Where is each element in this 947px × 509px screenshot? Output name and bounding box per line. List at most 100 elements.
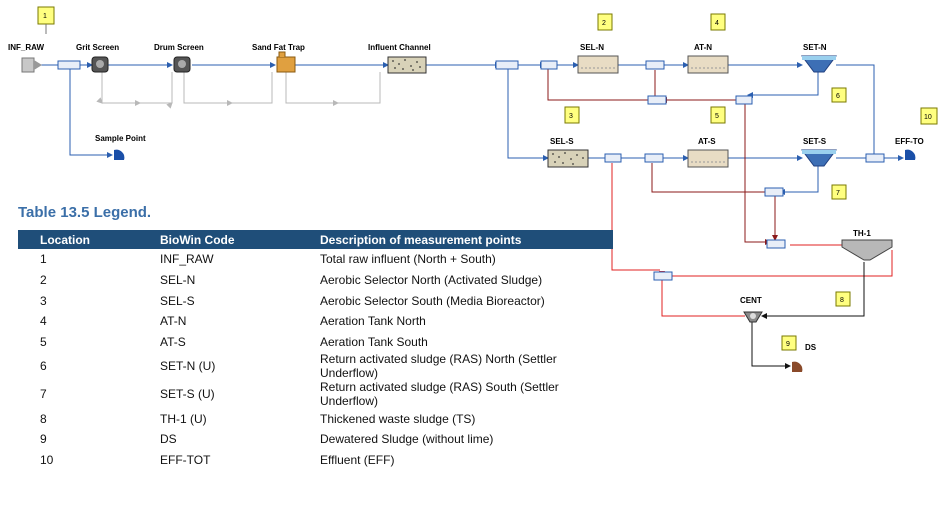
table-row: 10 EFF-TOT Effluent (EFF) (18, 450, 613, 471)
table-row: 4 AT-N Aeration Tank North (18, 311, 613, 332)
cell-code: DS (160, 432, 177, 447)
at-n-tank-icon (687, 55, 729, 74)
sel-n-tank-icon (577, 55, 619, 74)
cell-location: 1 (40, 252, 47, 267)
label-sel-n: SEL-N (580, 43, 604, 52)
was-lines (611, 163, 893, 317)
cell-code: SEL-N (160, 273, 196, 288)
header-biowin-code: BioWin Code (160, 230, 320, 249)
label-ds: DS (805, 343, 817, 352)
drum-screen-icon (173, 56, 191, 73)
influent-channel-icon (387, 56, 427, 74)
set-n-settler-icon (801, 55, 837, 73)
svg-text:4: 4 (715, 20, 719, 27)
svg-text:1: 1 (43, 13, 47, 20)
effluent-icon (905, 149, 916, 160)
cell-code: SET-N (U) (160, 359, 216, 374)
header-location: Location (18, 230, 160, 249)
svg-text:3: 3 (569, 113, 573, 120)
marker-9: 9 (781, 335, 797, 351)
label-set-n: SET-N (803, 43, 827, 52)
label-influent-channel: Influent Channel (368, 43, 431, 52)
dewatering-lines (751, 262, 865, 369)
svg-text:7: 7 (836, 190, 840, 197)
cell-location: 8 (40, 411, 47, 426)
centrifuge-icon (743, 311, 763, 323)
cell-code: AT-S (160, 335, 186, 350)
cell-description: Effluent (EFF) (320, 453, 395, 468)
table-row: 7 SET-S (U) Return activated sludge (RAS) … (18, 380, 613, 408)
cell-code: EFF-TOT (160, 453, 211, 468)
marker-5: 5 (710, 106, 726, 124)
svg-text:9: 9 (786, 341, 790, 348)
marker-2: 2 (597, 13, 613, 31)
set-s-settler-icon (801, 149, 837, 167)
at-s-tank-icon (687, 149, 729, 168)
table-row: 9 DS Dewatered Sludge (without lime) (18, 429, 613, 450)
cell-description: Total raw influent (North + South) (320, 252, 496, 267)
marker-6: 6 (831, 87, 847, 103)
cell-code: AT-N (160, 314, 187, 329)
label-inf-raw: INF_RAW (8, 43, 44, 52)
table-row: 6 SET-N (U) Return activated sludge (RAS) … (18, 352, 613, 380)
label-sample-point: Sample Point (95, 134, 146, 143)
table-row: 2 SEL-N Aerobic Selector North (Activated … (18, 270, 613, 291)
table-row: 1 INF_RAW Total raw influent (North + Sout… (18, 249, 613, 270)
cell-description: Dewatered Sludge (without lime) (320, 432, 494, 447)
dewatered-sludge-icon (792, 361, 803, 372)
cell-description: Aerobic Selector North (Activated Sludge… (320, 273, 543, 288)
marker-3: 3 (564, 106, 580, 124)
cell-location: 10 (40, 453, 54, 468)
table-caption: Table 13.5 Legend. (18, 204, 152, 221)
marker-8: 8 (835, 291, 851, 307)
cell-description: Thickened waste sludge (TS) (320, 411, 476, 426)
label-at-n: AT-N (694, 43, 712, 52)
bypass-lines (96, 72, 381, 109)
table-row: 5 AT-S Aeration Tank South (18, 332, 613, 353)
cell-location: 5 (40, 335, 47, 350)
cell-location: 7 (40, 387, 47, 402)
cell-location: 9 (40, 432, 47, 447)
svg-text:6: 6 (836, 93, 840, 100)
svg-text:10: 10 (924, 114, 932, 121)
cell-location: 4 (40, 314, 47, 329)
influent-raw-icon (21, 57, 42, 73)
label-cent: CENT (740, 296, 762, 305)
label-grit-screen: Grit Screen (76, 43, 119, 52)
legend-table: Location BioWin Code Description of meas… (18, 230, 613, 471)
marker-4: 4 (710, 13, 726, 31)
svg-text:5: 5 (715, 113, 719, 120)
cell-code: SEL-S (160, 293, 195, 308)
cell-location: 6 (40, 359, 47, 374)
cell-location: 3 (40, 293, 47, 308)
label-th-1: TH-1 (853, 229, 871, 238)
splitter-tees (57, 60, 885, 281)
ras-lines (547, 65, 778, 245)
label-eff-to: EFF-TO (895, 137, 924, 146)
svg-text:2: 2 (602, 20, 606, 27)
sand-fat-trap-icon (276, 51, 296, 73)
table-row: 3 SEL-S Aerobic Selector South (Media Bior… (18, 290, 613, 311)
th-1-thickener-icon (841, 239, 893, 261)
sample-point-icon (114, 149, 125, 160)
main-flow-lines (40, 62, 904, 195)
sel-s-tank-icon (547, 149, 589, 168)
cell-code: INF_RAW (160, 252, 214, 267)
legend-header-row: Location BioWin Code Description of meas… (18, 230, 613, 249)
label-drum-screen: Drum Screen (154, 43, 204, 52)
cell-description: Return activated sludge (RAS) North (Set… (320, 352, 557, 381)
cell-description: Return activated sludge (RAS) South (Set… (320, 380, 559, 409)
label-at-s: AT-S (698, 137, 716, 146)
label-sel-s: SEL-S (550, 137, 574, 146)
cell-description: Aeration Tank South (320, 335, 428, 350)
marker-7: 7 (831, 184, 847, 200)
cell-code: SET-S (U) (160, 387, 215, 402)
cell-description: Aerobic Selector South (Media Bioreactor… (320, 293, 545, 308)
cell-location: 2 (40, 273, 47, 288)
label-set-s: SET-S (803, 137, 827, 146)
label-sand-fat-trap: Sand Fat Trap (252, 43, 305, 52)
cell-description: Aeration Tank North (320, 314, 426, 329)
marker-10: 10 (920, 107, 938, 125)
